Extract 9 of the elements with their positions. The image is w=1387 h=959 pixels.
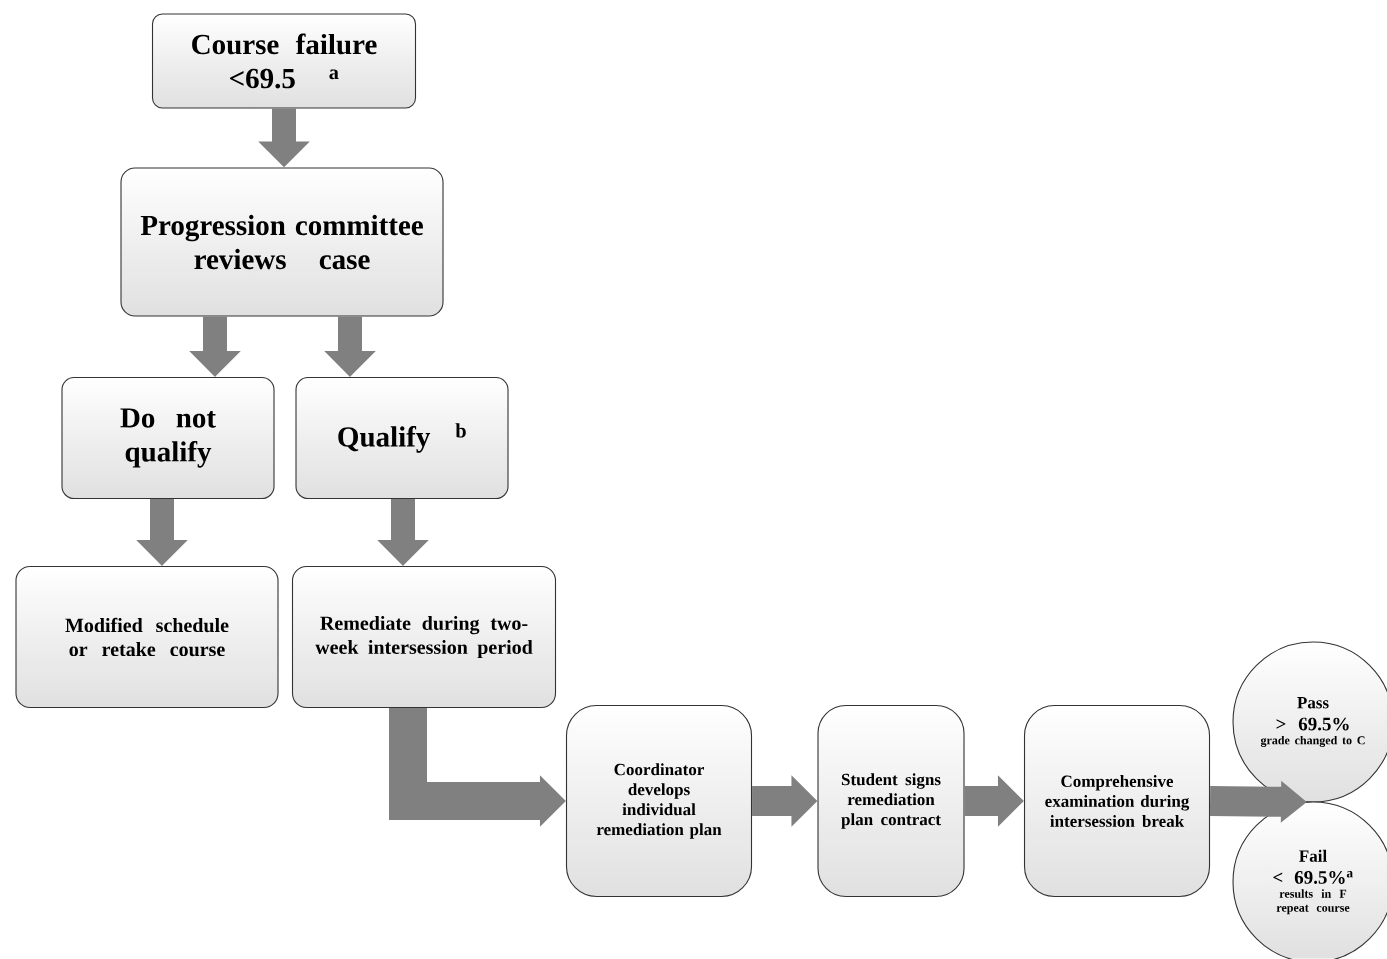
process-box: Qualify $^{b}$ — [295, 376, 509, 500]
process-box: Do not qualify — [61, 376, 275, 500]
process-box: Progression committee reviews case — [120, 167, 444, 317]
process-box: Remediate during two-week intersession period — [291, 565, 557, 709]
process-box: Modified schedule or retake course — [15, 565, 279, 709]
process-box: Student signs remediation plan contract — [817, 704, 965, 898]
process-box: Course failure <69.5 $^{a}$ — [151, 13, 417, 109]
process-box: Comprehensive examination during intersession break — [1023, 704, 1211, 898]
process-box: Coordinator develops individual remediation plan — [565, 704, 753, 898]
